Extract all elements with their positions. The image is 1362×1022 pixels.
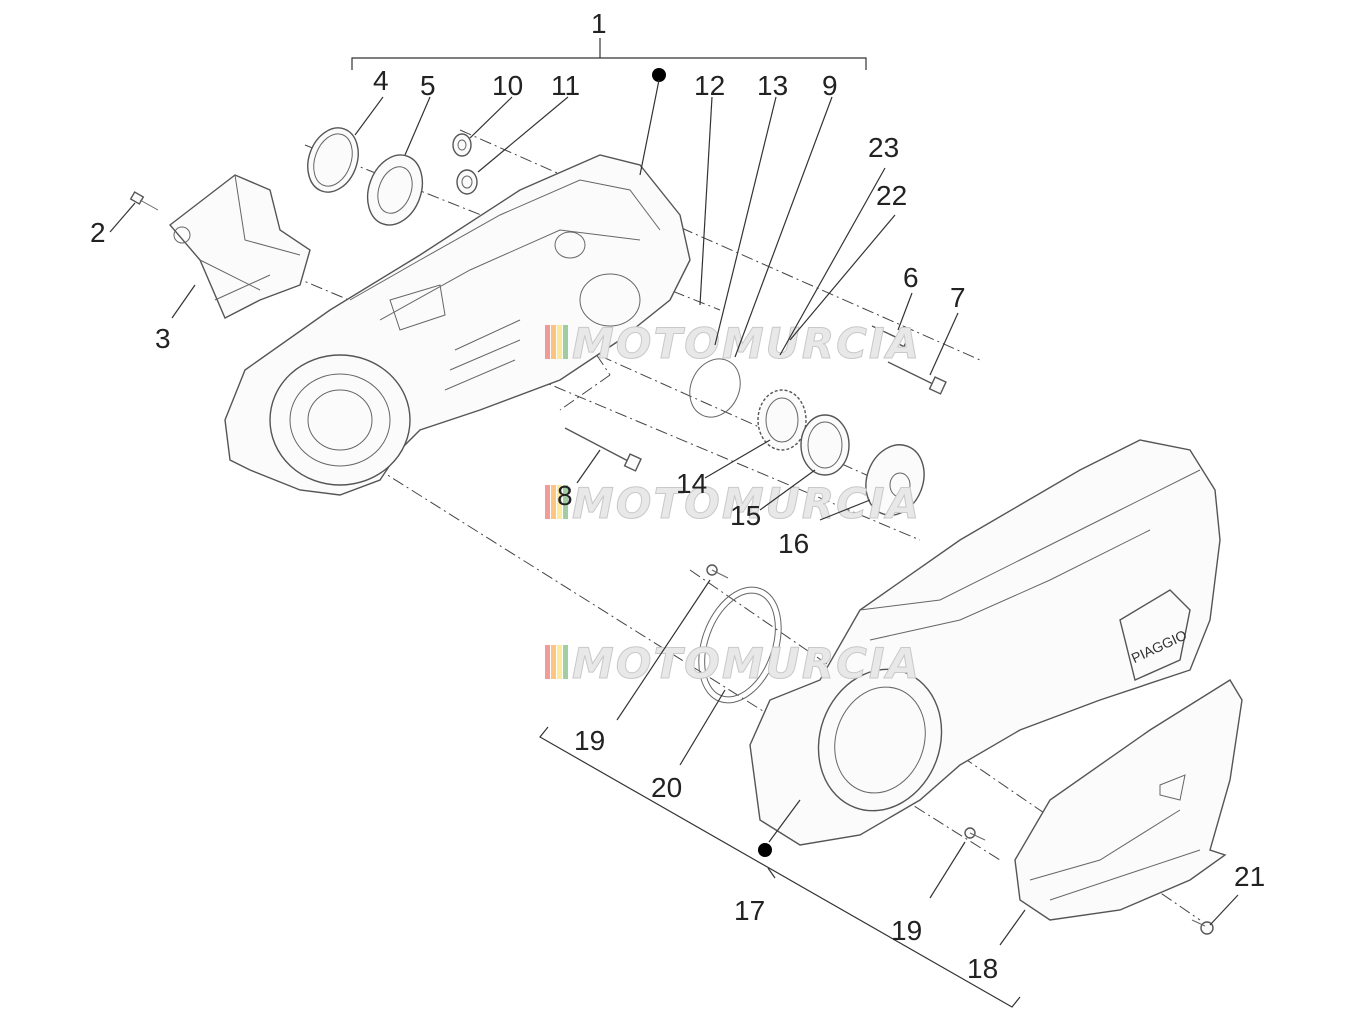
screw-part-2 (129, 191, 159, 211)
callout-18: 18 (967, 953, 998, 984)
callout-16: 16 (778, 528, 809, 559)
callout-10: 10 (492, 70, 523, 101)
svg-text:MOTOMURCIA: MOTOMURCIA (572, 639, 921, 688)
long-bolt-part-8 (564, 427, 642, 472)
watermark-2: MOTOMURCIA (545, 479, 921, 529)
callout-1: 1 (591, 8, 607, 39)
oil-seal-part-5 (366, 154, 424, 226)
bearing-part-10 (452, 133, 472, 157)
bolt-part-7 (887, 361, 947, 395)
leader-lines (109, 79, 1239, 946)
callout-2: 2 (90, 217, 106, 248)
callout-11: 11 (551, 70, 580, 101)
callout-20: 20 (651, 772, 682, 803)
toothed-washer-part-14 (757, 389, 807, 451)
reference-dot-bottom (758, 843, 772, 857)
svg-text:MOTOMURCIA: MOTOMURCIA (572, 319, 921, 368)
callout-22: 22 (876, 180, 907, 211)
callout-8: 8 (557, 480, 573, 511)
callout-4: 4 (373, 65, 389, 96)
callout-7: 7 (950, 282, 966, 313)
air-duct-part-3 (168, 174, 311, 319)
group-bracket-1 (351, 38, 867, 70)
callout-19-top: 19 (574, 725, 605, 756)
callout-23: 23 (868, 132, 899, 163)
callout-6: 6 (903, 262, 919, 293)
bearing-part-11 (456, 169, 478, 195)
watermark-1: MOTOMURCIA (545, 319, 921, 369)
callout-19-bottom: 19 (891, 915, 922, 946)
callout-15: 15 (730, 500, 761, 531)
callout-labels: 1 2 3 4 5 6 7 8 9 10 11 12 13 14 15 16 1… (90, 8, 1265, 984)
transmission-cover-part-17: PIAGGIO (749, 439, 1221, 857)
svg-text:MOTOMURCIA: MOTOMURCIA (572, 479, 921, 528)
reference-dot-top (652, 68, 666, 82)
outer-cover-part-18 (1014, 679, 1243, 921)
watermark-3: MOTOMURCIA (545, 639, 921, 689)
callout-5: 5 (420, 70, 436, 101)
callout-3: 3 (155, 323, 171, 354)
crankcase-half-part-1 (224, 68, 691, 496)
screw-part-19-bottom (964, 827, 986, 841)
screw-part-21 (1191, 919, 1214, 935)
washer-part-15 (800, 414, 850, 476)
callout-17: 17 (734, 895, 765, 926)
callout-14: 14 (676, 468, 707, 499)
callout-13: 13 (757, 70, 788, 101)
callout-21: 21 (1234, 861, 1265, 892)
screw-part-19-top (706, 564, 729, 579)
o-ring-part-4 (307, 127, 359, 193)
cap-part-16 (865, 444, 925, 516)
group-bracket-17 (539, 726, 1021, 1008)
bolt-part-6 (871, 325, 910, 348)
callout-9: 9 (822, 70, 838, 101)
circlip-part-9 (689, 358, 741, 418)
callout-12: 12 (694, 70, 725, 101)
